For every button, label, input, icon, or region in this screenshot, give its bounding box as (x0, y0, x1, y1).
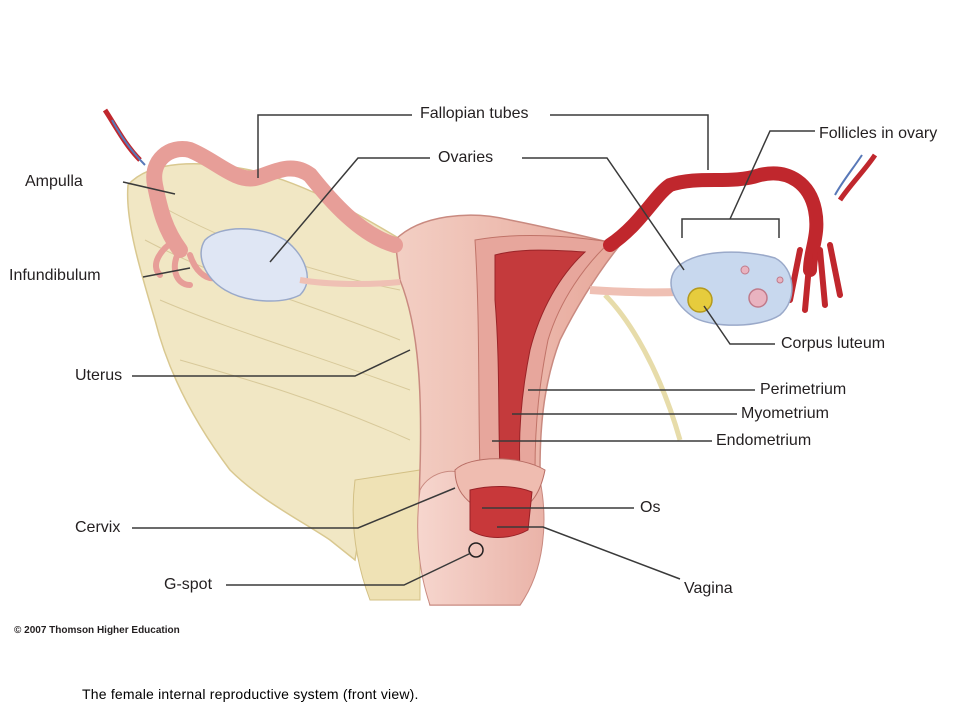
label-follicles-in-ovary: Follicles in ovary (819, 125, 938, 142)
label-ampulla: Ampulla (25, 173, 83, 190)
copyright-notice: © 2007 Thomson Higher Education (14, 625, 180, 636)
uterine-cavity (494, 249, 587, 471)
label-myometrium: Myometrium (741, 405, 830, 422)
left-ovary (200, 228, 308, 302)
figure-caption: The female internal reproductive system … (82, 686, 419, 702)
follicle (740, 265, 750, 275)
g-spot-marker (468, 542, 484, 558)
corpus-luteum-mark (687, 287, 713, 313)
os-opening (469, 485, 533, 538)
right-fallopian-tube (603, 166, 824, 277)
label-ovaries: Ovaries (438, 149, 494, 166)
label-endometrium: Endometrium (716, 432, 812, 449)
label-uterus: Uterus (75, 367, 123, 384)
label-os: Os (640, 499, 661, 516)
label-fallopian-tubes: Fallopian tubes (420, 105, 529, 122)
right-ovary (670, 251, 793, 326)
label-cervix: Cervix (75, 519, 121, 536)
label-g-spot: G-spot (164, 576, 213, 593)
label-vagina: Vagina (684, 580, 733, 597)
follicle (776, 276, 784, 284)
follicles-bracket (681, 218, 780, 238)
label-corpus-luteum: Corpus luteum (781, 335, 886, 352)
leader-lines (122, 114, 815, 586)
label-perimetrium: Perimetrium (760, 381, 847, 398)
label-infundibulum: Infundibulum (9, 267, 101, 284)
follicle (748, 288, 768, 308)
